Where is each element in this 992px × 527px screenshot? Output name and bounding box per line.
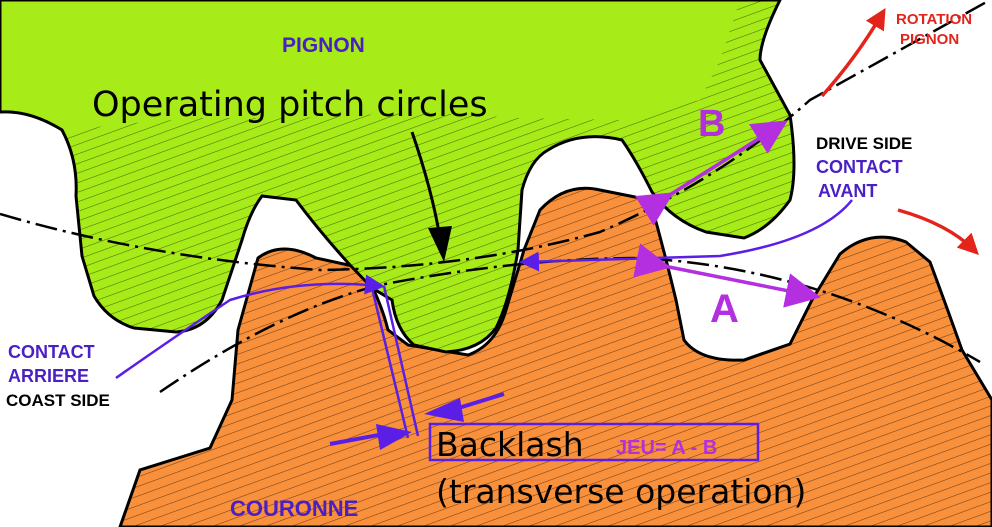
transverse-label: (transverse operation) xyxy=(436,472,806,511)
operating-pitch-label: Operating pitch circles xyxy=(92,85,488,125)
rotation-arrows xyxy=(820,7,979,255)
pitch-callout-arrow xyxy=(410,131,452,262)
pinion-pitch-circle xyxy=(0,0,991,272)
arrow-b xyxy=(634,120,788,226)
letter-a: A xyxy=(710,287,739,331)
contact-arriere-label-2: ARRIERE xyxy=(8,366,89,386)
jeu-label: JEU= A - B xyxy=(616,437,717,459)
coast-side-label: COAST SIDE xyxy=(6,391,110,410)
drive-side-label: DRIVE SIDE xyxy=(816,134,912,153)
contact-avant-label-1: CONTACT xyxy=(816,157,903,177)
measurement-arrows xyxy=(633,120,821,308)
backlash-gap xyxy=(370,285,420,439)
letter-b: B xyxy=(698,103,725,145)
backlash-box xyxy=(428,422,760,462)
couronne-label: COURONNE xyxy=(230,496,358,521)
rotation-label-2: PIGNON xyxy=(900,31,959,48)
contact-arriere-label-1: CONTACT xyxy=(8,342,95,362)
contact-avant-label-2: AVANT xyxy=(818,181,877,201)
backlash-label: Backlash xyxy=(436,425,584,464)
arrow-a xyxy=(633,243,821,308)
rotation-label-1: ROTATION xyxy=(896,11,972,28)
labels: PIGNON Operating pitch circles ROTATION … xyxy=(6,11,972,521)
pignon-label: PIGNON xyxy=(282,34,365,57)
backlash-pointers xyxy=(329,392,505,450)
